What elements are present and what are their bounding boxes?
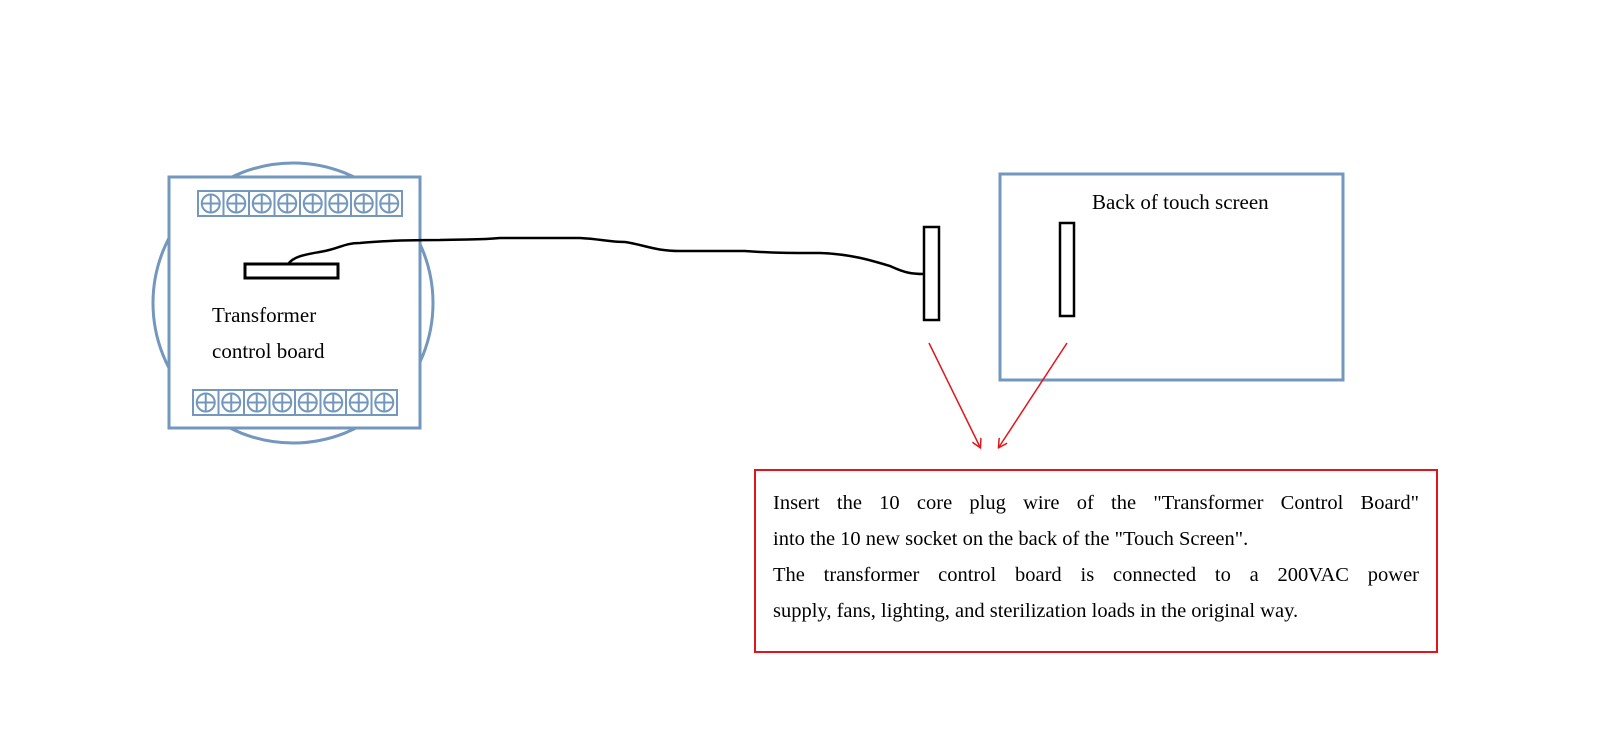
touch-screen-label: Back of touch screen xyxy=(1092,190,1269,214)
screw-terminal xyxy=(319,389,347,416)
screw-terminal xyxy=(294,389,322,416)
arrow-from-connector xyxy=(928,342,980,447)
instruction-note: Insert the 10 core plug wire of the "Tra… xyxy=(754,469,1438,653)
control-board-outline xyxy=(167,175,422,430)
screw-terminal xyxy=(248,190,276,217)
note-line: supply, fans, lighting, and sterilizatio… xyxy=(773,600,1299,622)
board-label-line1: Transformer xyxy=(212,303,317,327)
terminal-block-top xyxy=(197,190,403,217)
board-plug xyxy=(243,262,340,280)
screw-terminal xyxy=(192,389,220,416)
transformer-circle xyxy=(151,161,435,445)
touch-screen-socket xyxy=(1058,221,1076,318)
screw-terminal xyxy=(299,190,327,217)
arrow-from-socket xyxy=(999,342,1068,447)
wire-connector xyxy=(922,225,941,322)
screw-terminal xyxy=(222,190,250,217)
plug-wire xyxy=(287,236,925,276)
screw-terminal xyxy=(273,190,301,217)
terminal-block-bottom xyxy=(192,389,398,416)
screw-terminal xyxy=(370,389,398,416)
screw-terminal xyxy=(350,190,378,217)
touch-screen-outline xyxy=(998,172,1345,382)
screw-terminal xyxy=(324,190,352,217)
note-line: Insert the 10 core plug wire of the "Tra… xyxy=(773,492,1419,514)
board-label-line2: control board xyxy=(212,339,325,363)
screw-terminal xyxy=(197,190,225,217)
screw-terminal xyxy=(375,190,403,217)
screw-terminal xyxy=(217,389,245,416)
note-line: The transformer control board is connect… xyxy=(773,564,1419,586)
screw-terminal xyxy=(243,389,271,416)
note-line: into the 10 new socket on the back of th… xyxy=(773,528,1249,550)
screw-terminal xyxy=(345,389,373,416)
screw-terminal xyxy=(268,389,296,416)
